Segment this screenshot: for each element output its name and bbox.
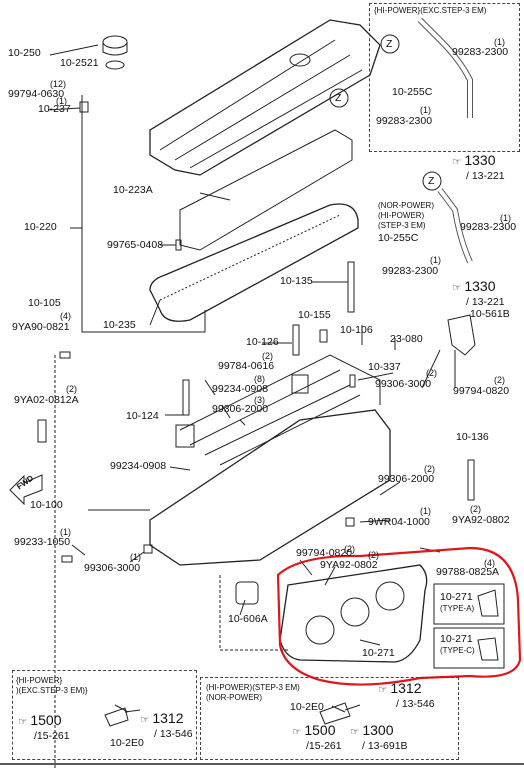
grommet-shape <box>79 101 89 113</box>
bolt-10-135-shape <box>347 261 355 313</box>
bracket-10-561B-shape <box>447 314 476 356</box>
z-marker-cover: Z <box>335 92 342 104</box>
label-9WR04-1000: 9WR04-1000 <box>368 516 430 528</box>
stud-10-136-shape <box>467 459 475 501</box>
label-10-235: 10-235 <box>103 319 136 331</box>
bottom-left-box <box>12 670 197 760</box>
gasket-10-606A-shape <box>235 581 259 605</box>
cover-bracket-line <box>81 95 206 333</box>
head-gasket-shape <box>279 564 428 663</box>
valve-cover-ribs <box>159 39 363 169</box>
ref-1330-a[interactable]: ☞ 1330 <box>452 152 496 168</box>
type-c-panel <box>433 627 505 669</box>
label-99234-0908-a: 99234-0908 <box>212 383 269 395</box>
label-99306-3000-a: 99306-3000 <box>375 378 432 390</box>
valve-cover-shape <box>149 19 381 176</box>
label-10-126: 10-126 <box>246 336 279 348</box>
label-99234-0908-b: 99234-0908 <box>110 460 167 472</box>
bolt-10-124-shape <box>182 379 190 416</box>
label-10-220: 10-220 <box>24 221 57 233</box>
cam-cap-rear <box>291 374 309 394</box>
label-99784-0616: 99784-0616 <box>218 360 275 372</box>
cylinder-head-shape <box>149 409 391 566</box>
label-10-136: 10-136 <box>456 431 489 443</box>
ref-1500-b[interactable]: ☞ 1500 <box>292 722 336 738</box>
label-9YA92-0802-a: 9YA92-0802 <box>452 514 510 526</box>
label-10-250: 10-250 <box>8 47 41 59</box>
cam-cap-front <box>175 424 195 448</box>
baffle-plate-shape <box>179 129 353 251</box>
label-99306-3000-b: 99306-3000 <box>84 562 141 574</box>
ref-1312-b[interactable]: ☞ 1312 <box>378 680 422 696</box>
oil-cap-gasket-shape <box>105 60 125 70</box>
label-10-561B: 10-561B <box>470 308 510 320</box>
ref-1500-a[interactable]: ☞ 1500 <box>18 712 62 728</box>
ref-1330-b[interactable]: ☞ 1330 <box>452 278 496 294</box>
label-99788-0825A: 99788-0825A <box>436 566 500 578</box>
plug-9YA02-shape <box>37 419 47 443</box>
label-99794-0630: 99794-0630 <box>8 88 65 100</box>
label-99306-2000-a: 99306-2000 <box>212 403 269 415</box>
ref-1300[interactable]: ☞ 1300 <box>350 722 394 738</box>
fwd-arrow-shape <box>9 474 43 506</box>
label-10-135: 10-135 <box>280 275 313 287</box>
bolt-10-126-shape <box>292 324 300 356</box>
z-marker-top-box: Z <box>386 38 393 50</box>
label-99794-0820-b: 99794-0820 <box>296 547 353 559</box>
label-10-337: 10-337 <box>368 361 401 373</box>
label-10-105: 10-105 <box>28 297 61 309</box>
label-99794-0820-a: 99794-0820 <box>453 385 510 397</box>
label-9YA90-0821: 9YA90-0821 <box>12 321 70 333</box>
label-10-237: 10-237 <box>38 103 71 115</box>
bottom-right-box <box>200 677 459 760</box>
label-99306-2000-b: 99306-2000 <box>378 473 435 485</box>
ref-1312-a[interactable]: ☞ 1312 <box>140 710 184 726</box>
label-99765-0408: 99765-0408 <box>107 239 164 251</box>
highlight-loop <box>276 546 522 686</box>
label-10-271: 10-271 <box>362 647 395 659</box>
label-10-106: 10-106 <box>340 324 373 336</box>
oil-cap-shape <box>102 35 128 49</box>
label-10-606A: 10-606A <box>228 613 268 625</box>
label-10-124: 10-124 <box>126 410 159 422</box>
z-marker-mid: Z <box>428 175 435 187</box>
top-right-box <box>369 3 520 152</box>
cover-gasket-shape <box>149 203 359 322</box>
type-a-panel <box>433 583 505 625</box>
label-23-080: 23-080 <box>390 333 423 345</box>
top-right-box-title: {HI-POWER}(EXC.STEP-3 EM) <box>374 6 487 15</box>
label-99233-1050: 99233-1050 <box>14 536 71 548</box>
label-10-2521: 10-2521 <box>60 57 99 69</box>
label-10-223A: 10-223A <box>113 184 153 196</box>
label-10-100: 10-100 <box>30 499 63 511</box>
label-9YA02-0812A: 9YA02-0812A <box>14 394 79 406</box>
label-10-155: 10-155 <box>298 309 331 321</box>
label-9YA92-0802-b: 9YA92-0802 <box>320 559 378 571</box>
cam-bearing-row <box>179 354 381 431</box>
oil-fill-port <box>289 53 311 67</box>
